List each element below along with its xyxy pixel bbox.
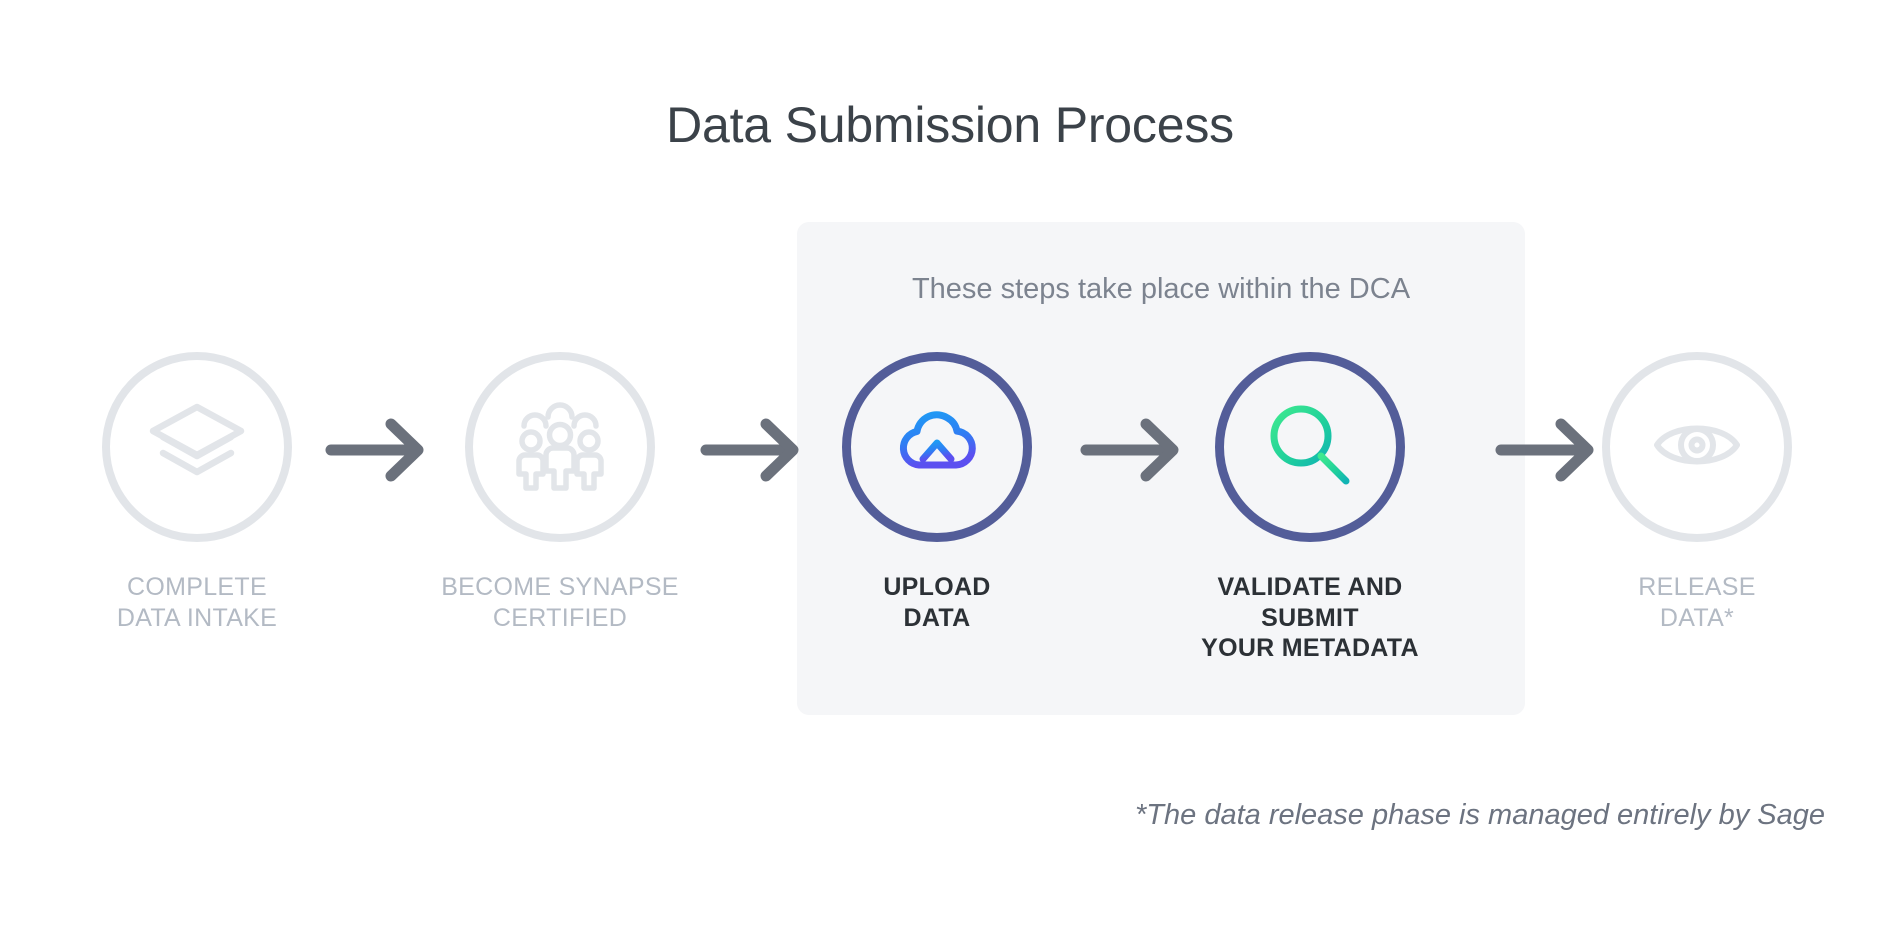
step-1-label: COMPLETE DATA INTAKE [116, 573, 278, 632]
step-upload-data[interactable]: UPLOAD DATA [807, 352, 1067, 633]
arrow-right-icon-1 [325, 415, 435, 485]
process-steps-row: COMPLETE DATA INTAKE [0, 352, 1900, 672]
layers-icon [145, 393, 249, 502]
step-1-circle [102, 352, 292, 542]
dca-panel-caption: These steps take place within the DCA [911, 273, 1411, 305]
page-title: Data Submission Process [666, 97, 1234, 153]
magnifier-plus-icon [1258, 393, 1362, 502]
step-2-label: BECOME SYNAPSE CERTIFIED [441, 573, 679, 632]
people-group-icon [508, 393, 612, 502]
arrow-right-icon-3 [1080, 415, 1190, 485]
cloud-upload-icon [883, 391, 991, 504]
footnote: *The data release phase is managed entir… [1135, 799, 1825, 831]
step-become-synapse-certified[interactable]: BECOME SYNAPSE CERTIFIED [430, 352, 690, 633]
step-complete-data-intake[interactable]: COMPLETE DATA INTAKE [67, 352, 327, 633]
step-3-label: UPLOAD DATA [883, 573, 991, 632]
step-4-label: VALIDATE AND SUBMIT YOUR METADATA [1201, 573, 1419, 662]
arrow-right-icon-4 [1495, 415, 1605, 485]
step-3-circle [842, 352, 1032, 542]
step-5-label: RELEASE DATA* [1638, 573, 1756, 632]
step-validate-and-submit-metadata[interactable]: VALIDATE AND SUBMIT YOUR METADATA [1180, 352, 1440, 664]
step-4-circle [1215, 352, 1405, 542]
step-release-data[interactable]: RELEASE DATA* [1567, 352, 1827, 633]
eye-icon [1645, 393, 1749, 502]
arrow-right-icon-2 [700, 415, 810, 485]
step-2-circle [465, 352, 655, 542]
step-5-circle [1602, 352, 1792, 542]
